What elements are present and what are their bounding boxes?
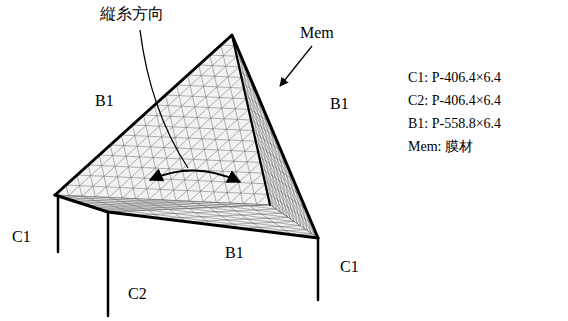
mesh-line: [62, 197, 250, 206]
frame: [55, 35, 318, 316]
spec-note: B1: P-558.8×6.4: [408, 116, 501, 132]
mesh-line: [68, 46, 234, 196]
mesh-line: [66, 185, 268, 194]
part-label: B1: [95, 92, 114, 110]
column: [57, 197, 60, 252]
part-label: Mem: [300, 24, 334, 42]
mesh-line: [199, 65, 239, 67]
part-label: B1: [225, 244, 244, 262]
mesh-line: [95, 67, 239, 197]
roof-beam: [55, 35, 318, 238]
leader-arrow: [280, 46, 312, 86]
annotation-arrows: [140, 30, 312, 182]
mesh-line: [244, 64, 277, 210]
part-label: C1: [340, 258, 359, 276]
mesh-line: [188, 75, 217, 203]
mesh-line: [230, 173, 263, 203]
mesh-line: [82, 56, 237, 196]
spec-note: C1: P-406.4×6.4: [408, 70, 501, 86]
column: [317, 238, 320, 300]
mesh-line: [155, 105, 176, 201]
part-label: C1: [12, 228, 31, 246]
mesh-line: [257, 194, 268, 204]
mesh-line: [88, 165, 95, 197]
part-label: C2: [128, 285, 147, 303]
direction-label: 縦糸方向: [100, 5, 164, 23]
mesh-line: [88, 201, 189, 205]
mesh-line: [132, 125, 253, 131]
column: [107, 212, 110, 316]
mesh-line: [250, 79, 280, 213]
mesh-line: [110, 145, 258, 152]
mesh-line: [177, 85, 244, 88]
part-label: B1: [330, 95, 349, 113]
spec-note: C2: P-406.4×6.4: [408, 93, 501, 109]
mesh-line: [110, 145, 122, 198]
roof-beam: [55, 195, 318, 238]
mesh-line: [82, 196, 128, 211]
mesh-line: [176, 131, 253, 201]
leader-line: [140, 30, 188, 168]
spec-note: Mem: 膜材: [408, 139, 473, 155]
mesh-line: [177, 85, 203, 202]
membrane-mesh: [55, 35, 318, 238]
mesh-line: [238, 50, 273, 208]
mesh-line: [128, 211, 312, 234]
ridge-line: [232, 35, 270, 205]
direction-arrow: [150, 170, 240, 182]
mesh-line: [199, 65, 230, 203]
